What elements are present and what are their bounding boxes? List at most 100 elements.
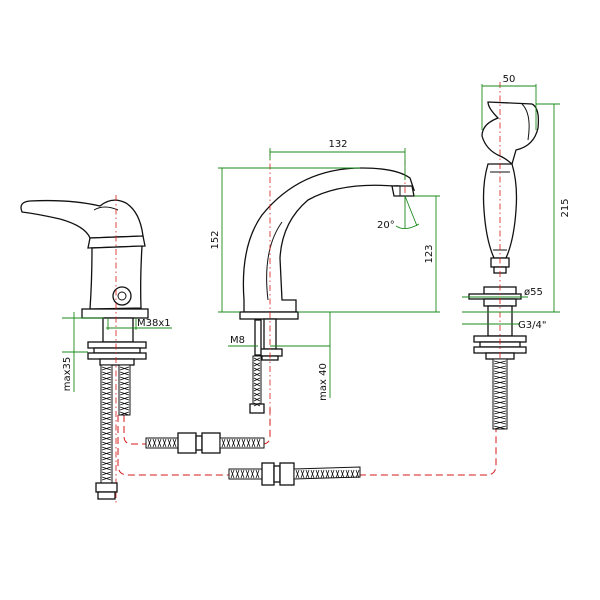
braid-stroke [119,371,130,376]
mixer-flex-hoses [95,364,131,500]
label-spout-thread: M8 [230,335,245,346]
label-spout-height: 152 [210,230,221,249]
braid-stroke [101,426,112,431]
braid-stroke [253,397,261,402]
braid-stroke [147,438,152,448]
braid-stroke [101,441,112,446]
braid-stroke [101,431,112,436]
braid-stroke [119,406,130,411]
braid-stroke [315,469,320,479]
braid-stroke [101,471,112,476]
braid-stroke [493,405,507,410]
label-mixer-thread: M38x1 [137,318,171,329]
braid-stroke [101,451,112,456]
bath-spout [239,150,416,416]
label-spout-outlet-height: 123 [424,244,435,263]
braid-stroke [101,446,112,451]
dimension-labels: 50 215 ø55 G3/4" 132 152 123 20° M8 max … [62,74,571,401]
braid-stroke [493,380,507,385]
braid-stroke [256,438,261,448]
braid-stroke [300,469,305,479]
braid-stroke [101,381,112,386]
braid-stroke [350,469,355,479]
braid-stroke [101,366,112,371]
braid-stroke [493,385,507,390]
braid-stroke [493,420,507,425]
braid-stroke [345,469,350,479]
label-spout-reach: 132 [328,139,347,150]
braid-stroke [253,387,261,392]
spout-supply-tube [249,355,265,414]
braid-stroke [226,438,231,448]
braid-stroke [255,469,260,479]
braid-stroke [119,396,130,401]
braid-stroke [119,391,130,396]
braid-stroke [305,469,310,479]
braid-stroke [101,416,112,421]
braid-stroke [335,469,340,479]
braid-texture [101,357,507,481]
braid-stroke [246,438,251,448]
label-spout-angle: 20° [377,220,395,231]
braid-stroke [253,357,261,362]
braid-stroke [493,425,507,430]
braid-stroke [325,469,330,479]
braid-stroke [320,469,325,479]
mixer-valve [20,195,149,505]
braid-stroke [172,438,177,448]
mixer-body [87,235,146,249]
braid-stroke [493,400,507,405]
braid-stroke [119,366,130,371]
braid-stroke [101,476,112,481]
braid-stroke [493,415,507,420]
braid-stroke [167,438,172,448]
label-handshower-height: 215 [560,198,571,217]
braid-stroke [310,469,315,479]
braid-stroke [152,438,157,448]
braid-stroke [119,411,130,416]
braid-stroke [236,438,241,448]
braid-stroke [101,376,112,381]
shower-head [481,101,540,166]
braid-stroke [101,436,112,441]
dimension-lines [62,84,560,398]
braid-stroke [230,469,235,479]
braid-stroke [101,406,112,411]
label-handshower-diameter: ø55 [524,287,543,298]
label-mixer-deck-max: max35 [62,357,73,392]
braid-stroke [101,386,112,391]
hand-shower [468,82,540,368]
braid-stroke [231,438,236,448]
braid-stroke [493,390,507,395]
spout-body [242,167,416,313]
braid-stroke [101,421,112,426]
braid-stroke [253,372,261,377]
mixer-lever [20,199,144,239]
braid-stroke [101,396,112,401]
braid-stroke [253,392,261,397]
braid-stroke [340,469,345,479]
braid-stroke [493,360,507,365]
braid-stroke [119,386,130,391]
hose-nut [95,482,118,493]
braid-stroke [295,469,300,479]
braid-stroke [493,395,507,400]
braid-stroke [493,375,507,380]
braid-stroke [253,367,261,372]
braid-stroke [119,381,130,386]
braid-stroke [240,469,245,479]
braid-stroke [101,371,112,376]
braid-stroke [101,461,112,466]
braid-stroke [493,370,507,375]
braid-stroke [493,410,507,415]
braid-stroke [101,401,112,406]
braid-stroke [235,469,240,479]
braid-stroke [245,469,250,479]
braid-stroke [355,469,360,479]
braid-stroke [253,377,261,382]
connector-hose-lower [228,462,361,486]
braid-stroke [241,438,246,448]
mixer-knob [112,286,132,306]
braid-stroke [493,365,507,370]
